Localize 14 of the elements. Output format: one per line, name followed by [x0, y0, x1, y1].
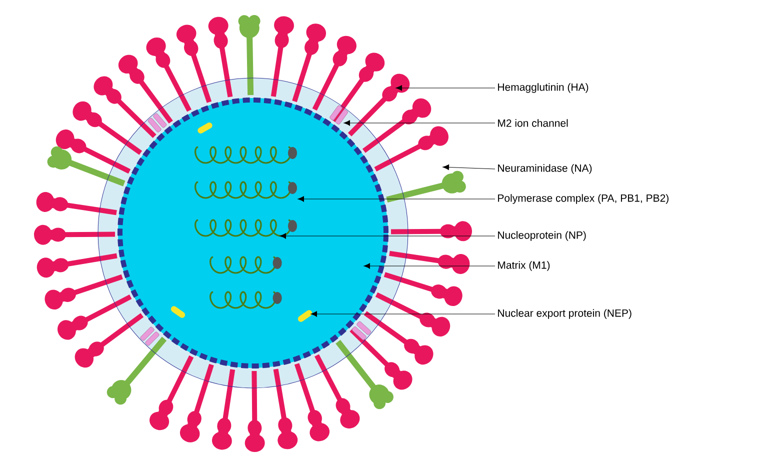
leader-line [280, 233, 496, 239]
part-label: Neuraminidase (NA) [498, 164, 592, 174]
leader-line [396, 85, 496, 91]
part-label: M2 ion channel [498, 119, 568, 127]
leader-line [442, 164, 496, 170]
part-label: Hemagglutinin (HA) [498, 83, 588, 93]
part-label: Matrix (M1) [498, 261, 550, 271]
leader-line [298, 196, 496, 202]
leader-line [310, 311, 496, 317]
part-label: Polymerase complex (PA, PB1, PB2) [498, 194, 668, 204]
part-label: Nucleoprotein (NP) [498, 231, 586, 241]
leader-line [344, 120, 496, 126]
leader-line [364, 263, 496, 269]
part-label: Nuclear export protein (NEP) [498, 309, 632, 319]
